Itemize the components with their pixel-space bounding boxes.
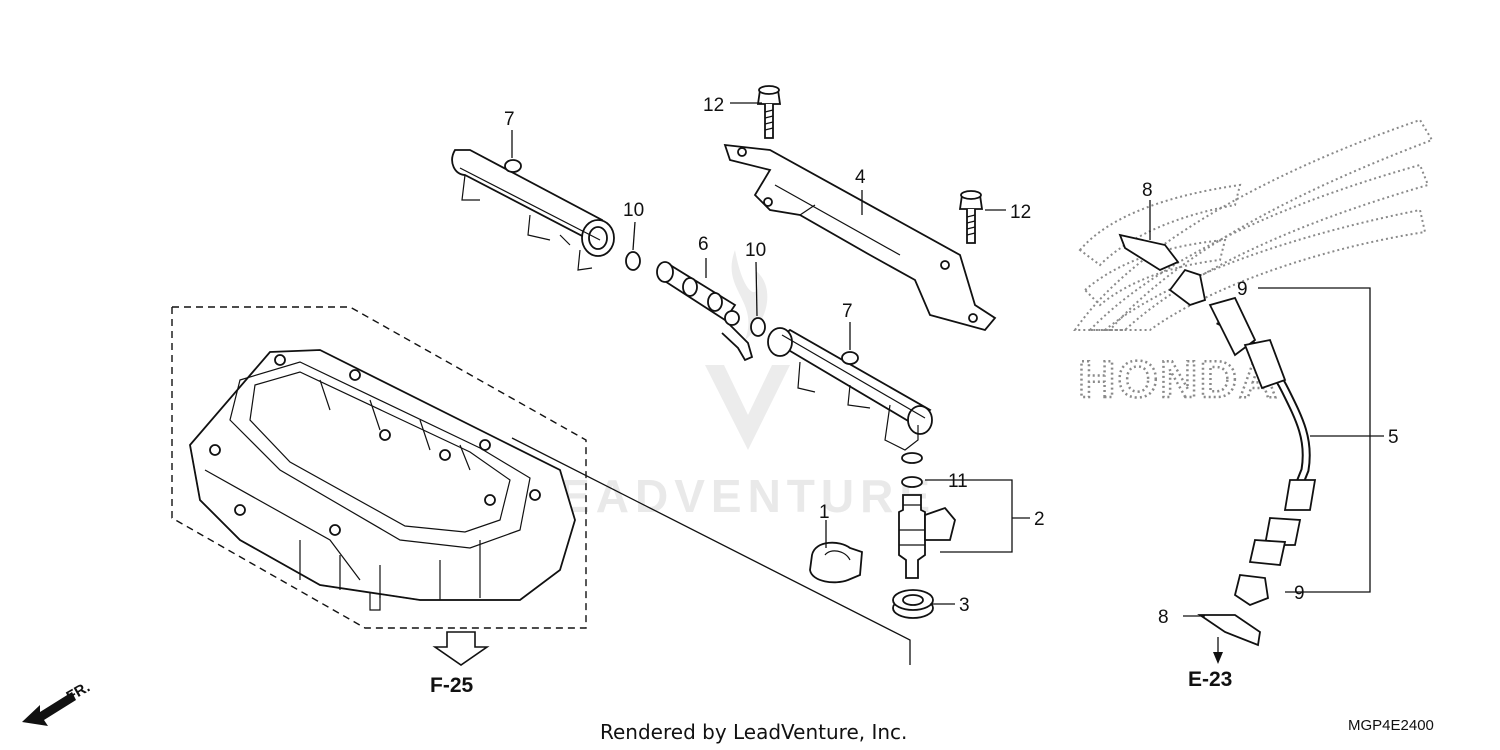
cylinder-head-cover	[171, 306, 587, 629]
reference-arrow-left	[432, 631, 490, 666]
bolt-upper	[756, 85, 782, 139]
callout-2: 2	[1034, 509, 1045, 530]
honda-logo-text: HONDA	[1078, 351, 1279, 409]
callout-8-lower: 8	[1158, 607, 1169, 628]
injector-sub-harness	[1208, 296, 1317, 566]
render-credit: Rendered by LeadVenture, Inc.	[600, 720, 907, 744]
harness-clip-lower	[1233, 574, 1269, 607]
fuel-injector	[898, 494, 956, 579]
callout-1: 1	[819, 502, 830, 523]
callout-10-upper: 10	[623, 200, 644, 221]
o-ring-middle	[750, 317, 766, 337]
injector-clip	[809, 541, 863, 584]
callout-7-lower: 7	[842, 301, 853, 322]
callout-9-lower: 9	[1294, 583, 1305, 604]
callout-3: 3	[959, 595, 970, 616]
callout-12-upper: 12	[703, 95, 724, 116]
injector-seal	[892, 589, 934, 619]
o-ring-injector-bottom	[901, 476, 923, 488]
harness-clip-upper	[1168, 268, 1207, 307]
callout-12-right: 12	[1010, 202, 1031, 223]
callout-5: 5	[1388, 427, 1399, 448]
callout-4: 4	[855, 167, 866, 188]
leader-lines	[511, 102, 1384, 665]
o-ring-upper	[625, 251, 641, 271]
front-direction-arrow-icon	[22, 692, 76, 726]
callout-7-upper: 7	[504, 109, 515, 130]
o-ring-injector-top	[901, 452, 923, 464]
fuel-rail-lower	[767, 327, 933, 451]
fuel-pipe-joint	[656, 261, 754, 362]
callout-11: 11	[948, 471, 968, 492]
honda-logo-watermark: HONDA	[1073, 118, 1434, 410]
reference-label-left[interactable]: F-25	[430, 674, 474, 697]
callout-6: 6	[698, 234, 709, 255]
callout-9-upper: 9	[1237, 279, 1248, 300]
diagram-code: MGP4E2400	[1348, 717, 1434, 734]
reference-label-right[interactable]: E-23	[1188, 668, 1232, 691]
fuel-rail-upper	[451, 149, 615, 271]
fuel-rail-bracket	[723, 143, 997, 332]
callout-8-upper: 8	[1142, 180, 1153, 201]
harness-stay-upper	[1118, 233, 1180, 272]
harness-stay-lower	[1197, 614, 1261, 647]
callout-10-middle: 10	[745, 240, 766, 261]
bolt-right	[958, 190, 984, 244]
